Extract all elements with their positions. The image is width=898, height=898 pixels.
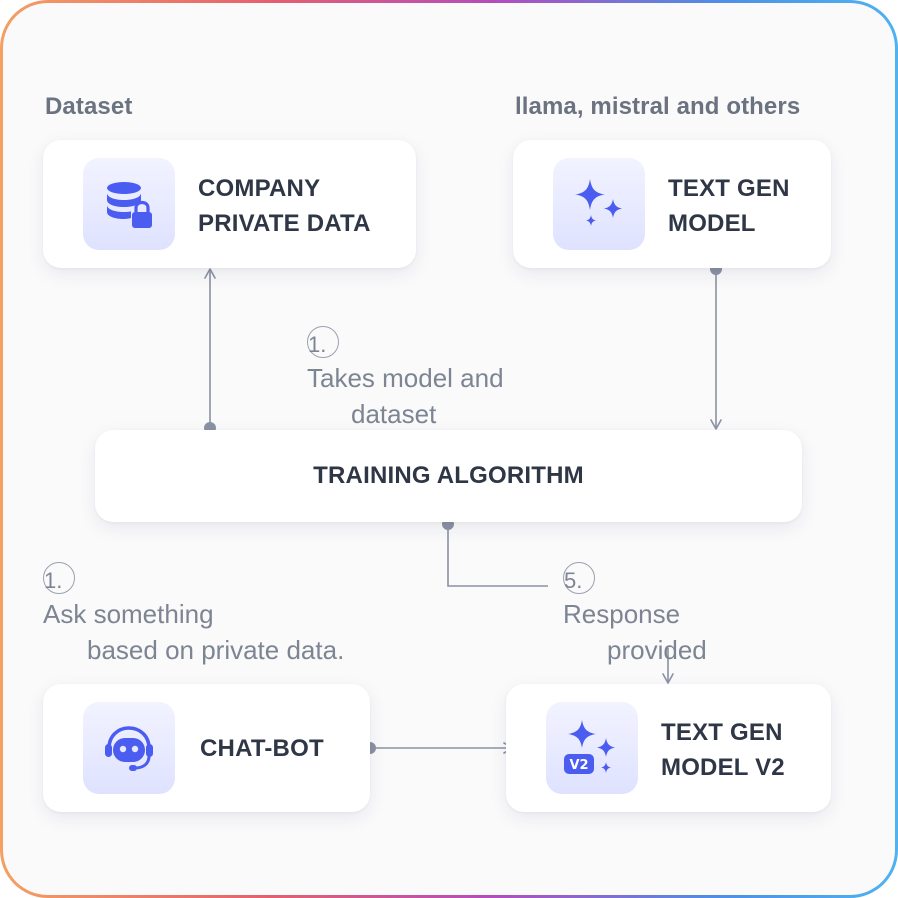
- diagram-canvas: Dataset llama, mistral and others: [3, 3, 895, 895]
- company-private-data-title: COMPANY PRIVATE DATA: [198, 175, 371, 237]
- models-heading: llama, mistral and others: [515, 93, 801, 120]
- chatbot-icon-tile: [83, 702, 175, 794]
- step-number-badge: 1.: [43, 562, 75, 594]
- text-gen-model-title: TEXT GEN MODEL: [668, 175, 790, 237]
- response-provided-note: 5.Response provided: [563, 562, 707, 668]
- chatbot-to-v2-connector: [364, 742, 514, 754]
- training-algorithm-card: TRAINING ALGORITHM: [95, 430, 802, 522]
- training-to-dataset-connector: [204, 268, 216, 434]
- text-gen-model-v2-card: V2 TEXT GEN MODEL V2: [506, 684, 831, 812]
- database-lock-icon: [107, 182, 152, 228]
- training-algorithm-title: TRAINING ALGORITHM: [313, 462, 584, 489]
- ask-something-note: 1.Ask something based on private data.: [43, 562, 344, 668]
- step-number-badge: 5.: [563, 562, 595, 594]
- dataset-heading: Dataset: [45, 93, 133, 120]
- chatbot-headset-icon: [105, 726, 153, 771]
- step-number-badge: 1.: [307, 326, 339, 358]
- sparkles-v2-icon-tile: V2: [546, 702, 638, 794]
- sparkles-v2-icon: V2: [564, 720, 615, 774]
- v2-badge-text: V2: [569, 758, 588, 773]
- company-private-data-card: COMPANY PRIVATE DATA: [43, 140, 416, 268]
- text-gen-model-card: TEXT GEN MODEL: [513, 140, 831, 268]
- model-to-training-connector: [710, 263, 722, 430]
- database-lock-icon-tile: [83, 158, 175, 250]
- text-gen-model-v2-title: TEXT GEN MODEL V2: [661, 719, 785, 781]
- takes-model-note: 1.Takes model and dataset: [307, 326, 504, 432]
- chat-bot-card: CHAT-BOT: [43, 684, 370, 812]
- sparkles-icon-tile: [553, 158, 645, 250]
- chat-bot-title: CHAT-BOT: [200, 735, 324, 762]
- sparkles-icon: [575, 179, 622, 226]
- training-to-response-connector: [442, 518, 548, 587]
